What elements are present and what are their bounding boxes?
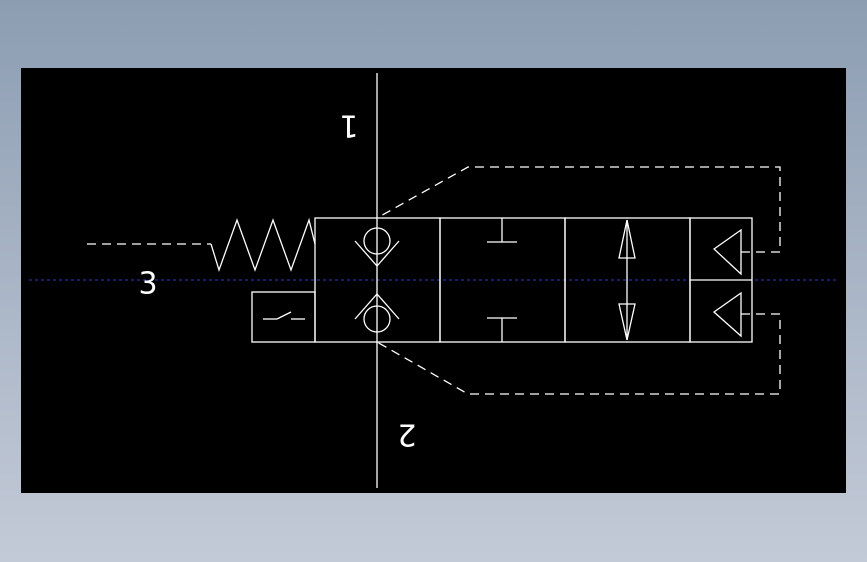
pilot-triangle-lower xyxy=(712,291,742,338)
blocked-port-lower xyxy=(487,317,517,342)
blocked-port-upper xyxy=(487,218,517,243)
port-label-top: 1 xyxy=(339,108,358,143)
check-seat-upper xyxy=(354,240,400,267)
port-label-bottom: 2 xyxy=(397,417,416,452)
flow-arrow-bidirectional xyxy=(618,219,636,341)
pilot-triangle-upper xyxy=(712,228,742,276)
check-ball-lower xyxy=(363,305,391,333)
arrow-head-down xyxy=(618,303,636,341)
check-valve-upper xyxy=(354,227,400,267)
pilot-line-upper xyxy=(376,166,781,253)
arrow-head-up xyxy=(618,219,636,259)
check-valve-lower xyxy=(354,293,400,333)
port-label-left: 3 xyxy=(138,267,157,302)
return-spring xyxy=(210,217,316,273)
check-ball-upper xyxy=(363,227,391,255)
valve-symbol-diagram: 1 2 3 xyxy=(29,73,839,488)
pilot-line-lower xyxy=(376,313,781,395)
cad-drawing-viewport[interactable]: 1 2 3 xyxy=(21,68,846,493)
check-seat-lower xyxy=(354,293,400,320)
detent-box xyxy=(251,291,316,343)
